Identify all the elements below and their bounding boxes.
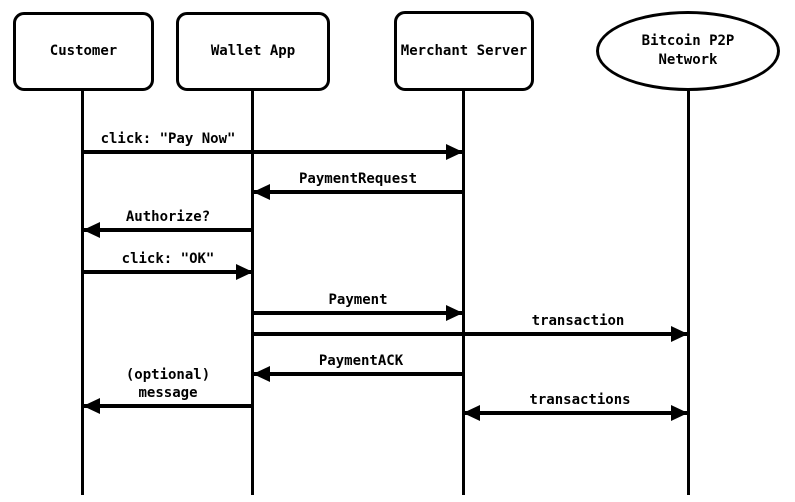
arrowhead-left-icon — [83, 222, 100, 238]
actor-wallet-app-label: Wallet App — [210, 43, 296, 59]
actor-merchant-server: Merchant Server — [394, 11, 534, 91]
message-click-ok-line — [83, 270, 253, 274]
message-transactions-line — [463, 411, 688, 415]
message-payment-ack-label: PaymentACK — [318, 353, 404, 369]
message-payment-line — [253, 311, 463, 315]
lifeline-wallet-app — [251, 91, 254, 495]
message-payment-request-line — [253, 190, 463, 194]
message-click-pay-now-label: click: "Pay Now" — [100, 131, 236, 147]
arrowhead-left-icon — [253, 184, 270, 200]
message-transaction-line — [253, 332, 688, 336]
lifeline-merchant-server — [462, 91, 465, 495]
message-transactions-label: transactions — [529, 392, 631, 408]
message-transaction-label: transaction — [531, 313, 625, 329]
arrowhead-left-icon — [463, 405, 480, 421]
arrowhead-left-icon — [83, 398, 100, 414]
message-payment-label: Payment — [328, 292, 388, 308]
message-payment-request-label: PaymentRequest — [298, 171, 418, 187]
message-payment-ack-line — [253, 372, 463, 376]
arrowhead-right-icon — [446, 144, 463, 160]
arrowhead-left-icon — [253, 366, 270, 382]
arrowhead-right-icon — [671, 405, 688, 421]
arrowhead-right-icon — [236, 264, 253, 280]
message-click-ok-label: click: "OK" — [121, 251, 215, 267]
actor-bitcoin-p2p-network: Bitcoin P2P Network — [596, 11, 780, 91]
message-optional-message-line — [83, 404, 253, 408]
message-optional-message-label: (optional) message — [125, 367, 211, 401]
lifeline-customer — [81, 91, 84, 495]
actor-merchant-server-label: Merchant Server — [400, 42, 528, 59]
arrowhead-right-icon — [446, 305, 463, 321]
actor-customer: Customer — [13, 12, 154, 91]
message-click-pay-now-line — [83, 150, 463, 154]
actor-bitcoin-p2p-network-label: Bitcoin P2P Network — [641, 33, 735, 68]
lifeline-bitcoin-p2p-network — [687, 91, 690, 495]
actor-customer-label: Customer — [49, 43, 118, 59]
arrowhead-right-icon — [671, 326, 688, 342]
message-authorize-label: Authorize? — [125, 209, 211, 225]
message-authorize-line — [83, 228, 253, 232]
actor-wallet-app: Wallet App — [176, 12, 330, 91]
